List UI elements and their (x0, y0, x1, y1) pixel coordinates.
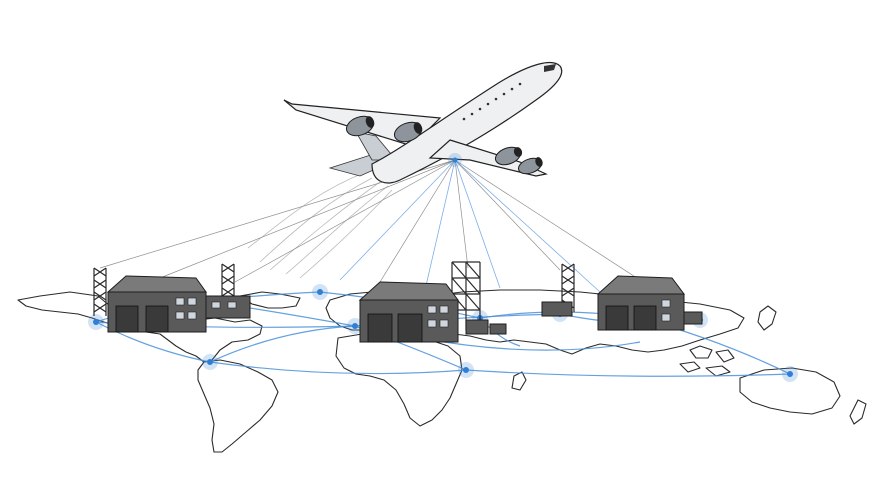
warehouse-right (541, 275, 703, 331)
fuselage (371, 61, 563, 184)
plane-beams (99, 159, 641, 293)
radio-tower (93, 267, 107, 316)
warehouse-center (358, 281, 507, 343)
islands-southeast-asia (679, 345, 735, 377)
island-new-zealand (849, 399, 867, 425)
route-line (209, 325, 356, 363)
island-madagascar (511, 371, 527, 391)
airplane (283, 61, 563, 184)
engine (345, 115, 375, 137)
hub-node (458, 362, 474, 378)
beam-line (339, 159, 456, 281)
wing-right (428, 139, 548, 177)
hub-node (202, 354, 218, 370)
beam-line (149, 159, 456, 283)
beam-line (454, 159, 561, 271)
route-line (465, 369, 791, 377)
island-greenland (239, 291, 301, 309)
island-japan (757, 305, 777, 331)
hub-node (782, 366, 798, 382)
warehouse-left (106, 275, 251, 333)
beam-line (234, 159, 456, 283)
beam-line (454, 159, 601, 293)
beam-line (379, 159, 456, 283)
beam-line (454, 159, 469, 269)
hub-node (347, 318, 363, 334)
beam-line (424, 159, 456, 291)
beam-line (454, 159, 641, 281)
hub-node (88, 314, 104, 330)
route-line (209, 361, 467, 375)
engine (494, 146, 523, 166)
engine (517, 157, 543, 175)
continent-australia (739, 367, 841, 415)
continent-south-america (197, 359, 279, 453)
route-line (419, 337, 641, 351)
cockpit-window (544, 64, 556, 72)
route-line (249, 307, 356, 327)
engine (393, 121, 423, 143)
passenger-windows (462, 82, 522, 121)
beam-line (454, 159, 501, 289)
contrails (247, 171, 393, 279)
continent-africa (335, 333, 463, 427)
hub-node (312, 284, 328, 300)
